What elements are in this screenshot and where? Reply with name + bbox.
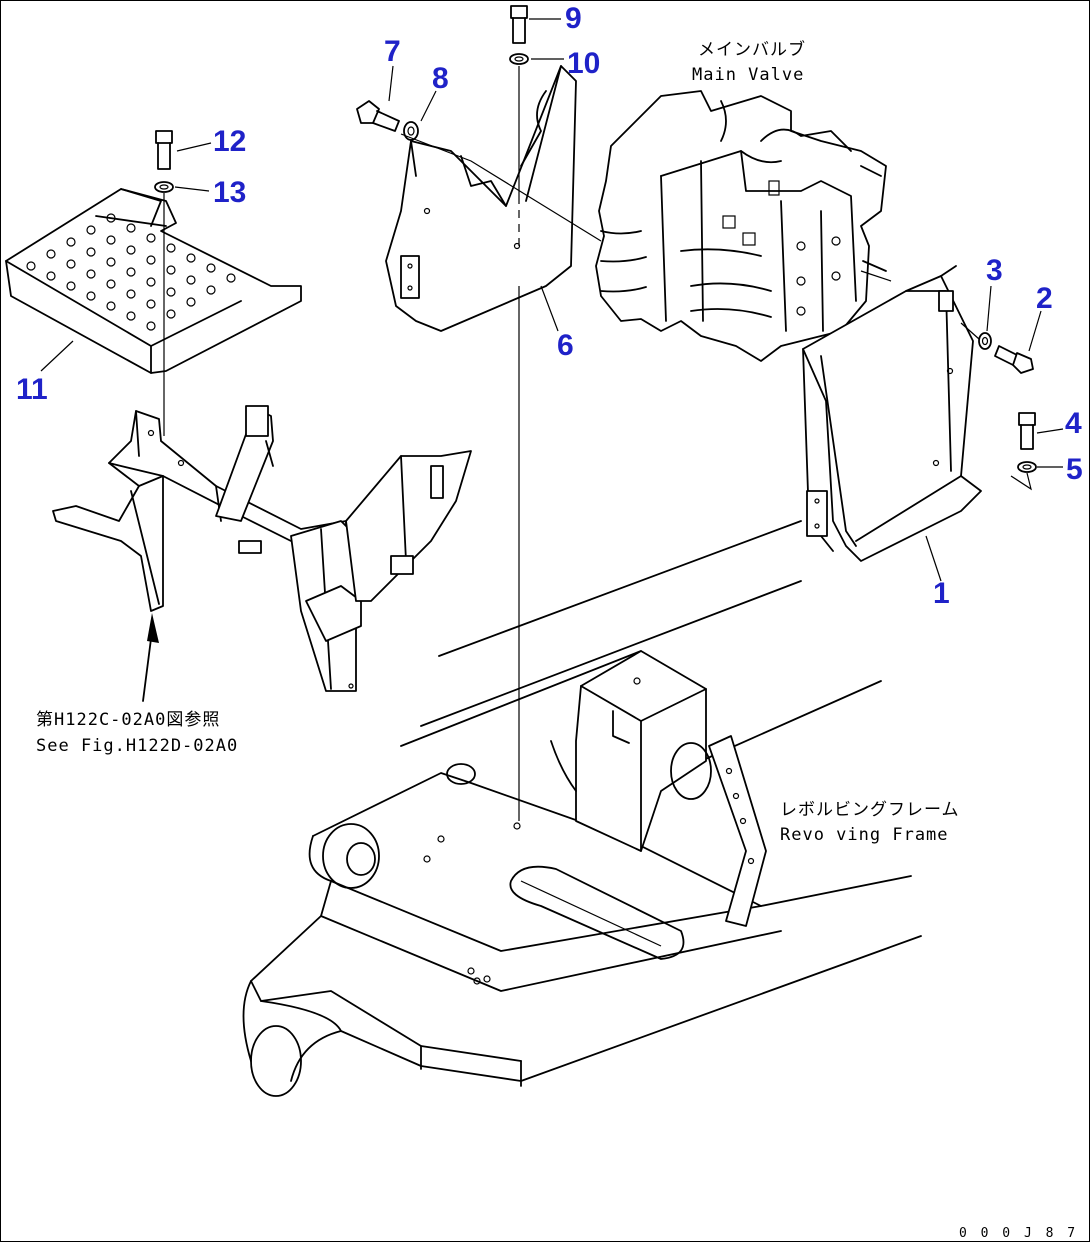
bolt-part-9	[510, 5, 528, 44]
callout-11: 11	[16, 373, 48, 406]
washer-part-8	[403, 121, 419, 141]
bolt-part-7	[356, 100, 400, 132]
callout-10: 10	[567, 47, 600, 80]
labels: メインバルブ Main Valve レボルビングフレーム Revo ving F…	[36, 39, 1090, 1241]
reference-label-en: See Fig.H122D-02A0	[36, 736, 238, 756]
callout-4: 4	[1065, 407, 1082, 440]
callout-2: 2	[1036, 282, 1053, 315]
main-valve-label-jp: メインバルブ	[698, 39, 806, 60]
bracket-part-1	[802, 265, 982, 562]
left-support-frame	[52, 405, 472, 692]
revolving-frame-label-jp: レボルビングフレーム	[780, 800, 960, 820]
cover-part-6	[385, 65, 577, 332]
bolt-part-12	[155, 130, 173, 170]
assembly-lines	[40, 18, 1064, 821]
reference-arrow	[142, 613, 159, 702]
washer-part-10	[509, 53, 529, 65]
callouts: 1 2 3 4 5 6 7 8 9 10 11 12 13	[16, 2, 1083, 610]
step-tread-holes	[26, 213, 236, 331]
callout-6: 6	[557, 329, 574, 362]
bolt-part-2	[994, 345, 1034, 374]
step-part-11	[5, 188, 302, 374]
main-valve-label-en: Main Valve	[692, 65, 804, 85]
revolving-frame-label-en: Revo ving Frame	[780, 825, 949, 845]
callout-7: 7	[384, 35, 401, 68]
callout-3: 3	[986, 254, 1003, 287]
drawing-number: 0 0 0 J 8 7 7 1	[959, 1226, 1090, 1241]
main-valve	[595, 90, 887, 362]
callout-8: 8	[432, 62, 449, 95]
washer-part-13	[154, 181, 174, 193]
bolt-part-4	[1018, 412, 1036, 450]
callout-12: 12	[213, 125, 246, 158]
callout-13: 13	[213, 176, 246, 209]
reference-label-jp: 第H122C-02A0図参照	[36, 710, 220, 730]
callout-9: 9	[565, 2, 582, 35]
callout-1: 1	[933, 577, 950, 610]
revolving-frame	[242, 520, 922, 1097]
washer-part-3	[978, 332, 992, 350]
callout-5: 5	[1066, 453, 1083, 486]
washer-part-5	[1017, 461, 1037, 473]
